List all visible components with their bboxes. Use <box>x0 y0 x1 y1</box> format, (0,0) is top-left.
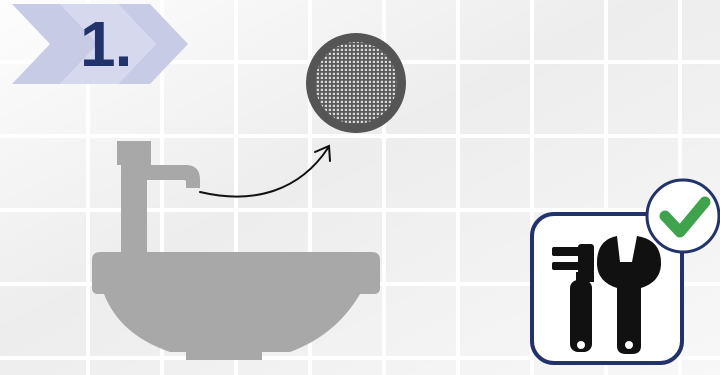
step-number: 1. <box>80 8 132 80</box>
wrench-tools-icon <box>530 212 684 365</box>
step-indicator: 1. <box>0 0 210 90</box>
green-checkmark-icon <box>645 178 720 254</box>
sink-basin-icon <box>92 252 380 360</box>
faucet-aerator-screen-icon <box>306 33 406 133</box>
faucet-icon <box>117 141 200 254</box>
double-chevron-icon <box>12 4 188 84</box>
curved-arrow-icon <box>199 144 331 198</box>
